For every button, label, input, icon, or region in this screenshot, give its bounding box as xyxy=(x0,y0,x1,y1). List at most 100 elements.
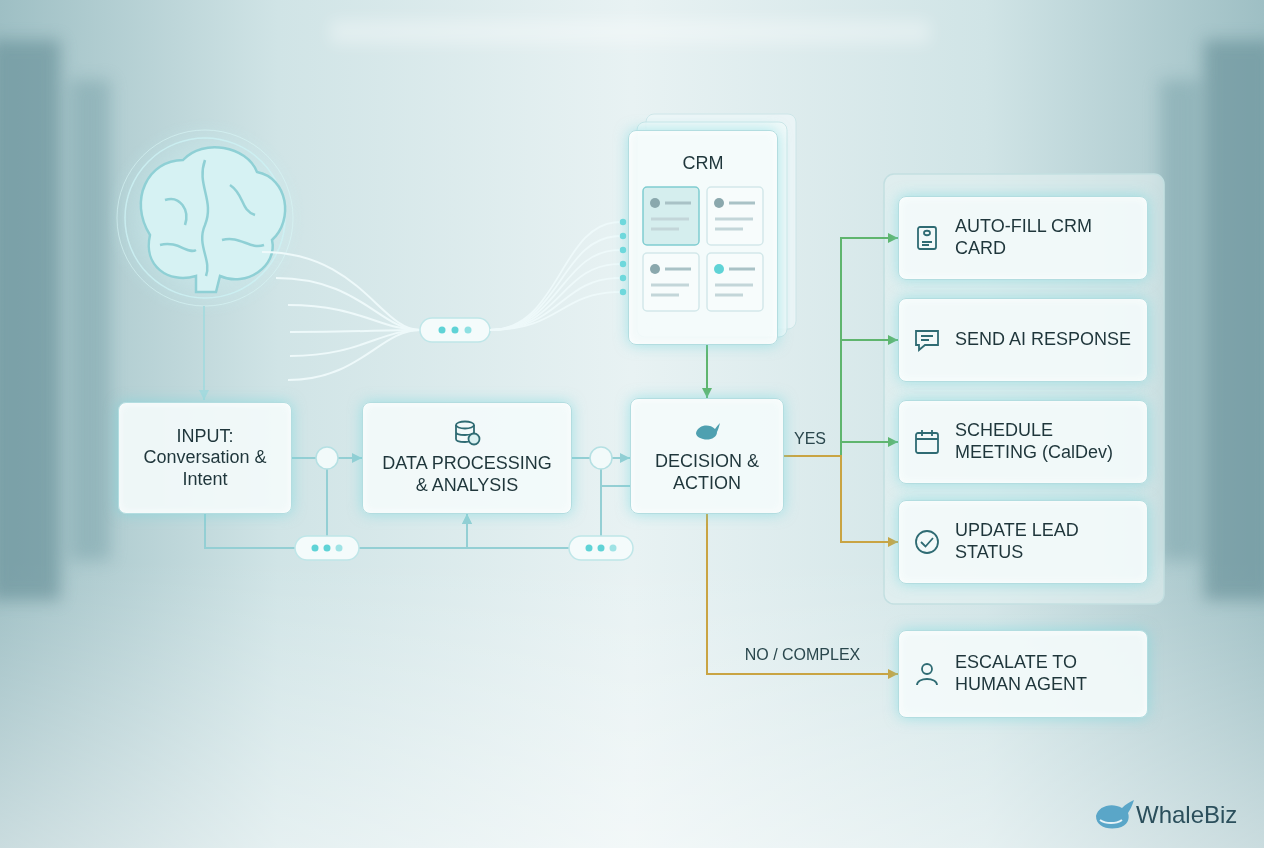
node-text: SCHEDULE MEETING (CalDev) xyxy=(955,420,1133,463)
brain-illustration xyxy=(105,118,305,318)
node-text: UPDATE LEAD STATUS xyxy=(955,520,1133,563)
server-racks xyxy=(0,40,60,600)
crm-record-grid xyxy=(650,198,660,208)
signal-pill xyxy=(420,318,490,342)
server-racks xyxy=(330,20,930,44)
server-racks xyxy=(0,20,1264,600)
doc-icon xyxy=(913,224,941,252)
logo-icon xyxy=(1096,800,1134,829)
action-box: AUTO-FILL CRM CARD xyxy=(898,196,1148,280)
crm-ports xyxy=(620,261,626,267)
connector-layer xyxy=(205,238,898,674)
crm-record-grid xyxy=(729,267,755,270)
brain-arrow xyxy=(203,306,205,400)
crm-record-grid xyxy=(715,283,753,286)
crm-feed-lines xyxy=(490,264,620,330)
cal-icon xyxy=(916,433,938,453)
crm-record-grid xyxy=(643,187,699,245)
server-racks xyxy=(70,80,110,560)
crm-record-grid xyxy=(707,253,763,311)
brain-illustration xyxy=(125,138,285,298)
brain-illustration xyxy=(117,130,293,306)
node-text: ESCALATE TO HUMAN AGENT xyxy=(955,652,1133,695)
junction-line xyxy=(326,458,328,548)
logo-icon xyxy=(1096,800,1134,829)
signal-pill xyxy=(610,545,617,552)
person-icon xyxy=(917,679,937,685)
signal-pill xyxy=(452,327,459,334)
junction-node xyxy=(590,447,612,469)
node-text: AUTO-FILL CRM CARD xyxy=(955,216,1133,259)
crm-feed-lines xyxy=(490,278,620,330)
person-icon xyxy=(922,664,932,674)
crm-record-grid xyxy=(651,227,679,230)
chat-icon xyxy=(913,326,941,354)
chat-icon xyxy=(916,331,938,350)
server-racks xyxy=(1204,40,1264,600)
person-icon xyxy=(913,660,941,688)
crm-record-grid xyxy=(707,187,763,245)
check-icon xyxy=(921,538,933,547)
signal-pill xyxy=(295,536,359,560)
crm-feed-lines xyxy=(490,222,620,330)
signal-pill xyxy=(598,545,605,552)
flow-connector xyxy=(707,514,898,674)
check-icon xyxy=(916,531,938,553)
signal-pill xyxy=(586,545,593,552)
decision-box: DECISION & ACTION xyxy=(630,398,784,514)
check-icon xyxy=(913,528,941,556)
brain-signal-lines xyxy=(288,305,420,330)
crm-record-grid xyxy=(715,217,753,220)
crm-ports xyxy=(620,219,626,225)
signal-pill xyxy=(336,545,343,552)
logo-text: WhaleBiz xyxy=(1136,801,1237,829)
flow-connector xyxy=(706,345,708,398)
signal-pill xyxy=(439,327,446,334)
crm-record-grid xyxy=(714,198,724,208)
signal-pill xyxy=(569,536,633,560)
node-text: DATA PROCESSING & ANALYSIS xyxy=(375,453,559,496)
node-text: SEND AI RESPONSE xyxy=(955,329,1133,351)
signal-pill xyxy=(324,545,331,552)
crm-ports xyxy=(620,233,626,239)
junction-node xyxy=(316,447,338,469)
escalation-box: ESCALATE TO HUMAN AGENT xyxy=(898,630,1148,718)
crm-record-grid xyxy=(650,264,660,274)
signal-pill xyxy=(295,536,359,560)
process-box: DATA PROCESSING & ANALYSIS xyxy=(362,402,572,514)
brain-signal-lines xyxy=(288,330,420,380)
edge-label: YES xyxy=(794,430,826,448)
brain-illustration xyxy=(202,160,208,276)
crm-feed-lines xyxy=(490,250,620,330)
crm-record-grid xyxy=(643,253,699,311)
crm-record-grid xyxy=(715,227,743,230)
flow-connector xyxy=(784,238,898,456)
crm-record-grid xyxy=(729,201,755,204)
brain-illustration xyxy=(160,185,264,251)
crm-ports xyxy=(620,289,626,295)
crm-card: CRM xyxy=(628,130,778,345)
signal-pill xyxy=(420,318,490,342)
edge-label: NO / COMPLEX xyxy=(745,646,861,664)
whale-icon xyxy=(696,423,720,440)
signal-pill xyxy=(312,545,319,552)
crm-record-grid xyxy=(651,283,689,286)
input-box: INPUT: Conversation & Intent xyxy=(118,402,292,514)
crm-record-grid xyxy=(665,267,691,270)
chat-icon xyxy=(921,336,933,340)
crm-record-grid xyxy=(651,217,689,220)
node-text: INPUT: Conversation & Intent xyxy=(131,426,279,491)
brain-illustration xyxy=(141,147,285,292)
db-icon xyxy=(453,419,481,447)
junction-line xyxy=(600,458,602,548)
flow-connector xyxy=(784,340,898,456)
signal-pill xyxy=(569,536,633,560)
whale-icon xyxy=(693,417,721,445)
signal-pill xyxy=(465,327,472,334)
crm-record-grid xyxy=(641,185,765,315)
action-box: UPDATE LEAD STATUS xyxy=(898,500,1148,584)
brain-illustration xyxy=(105,118,305,318)
